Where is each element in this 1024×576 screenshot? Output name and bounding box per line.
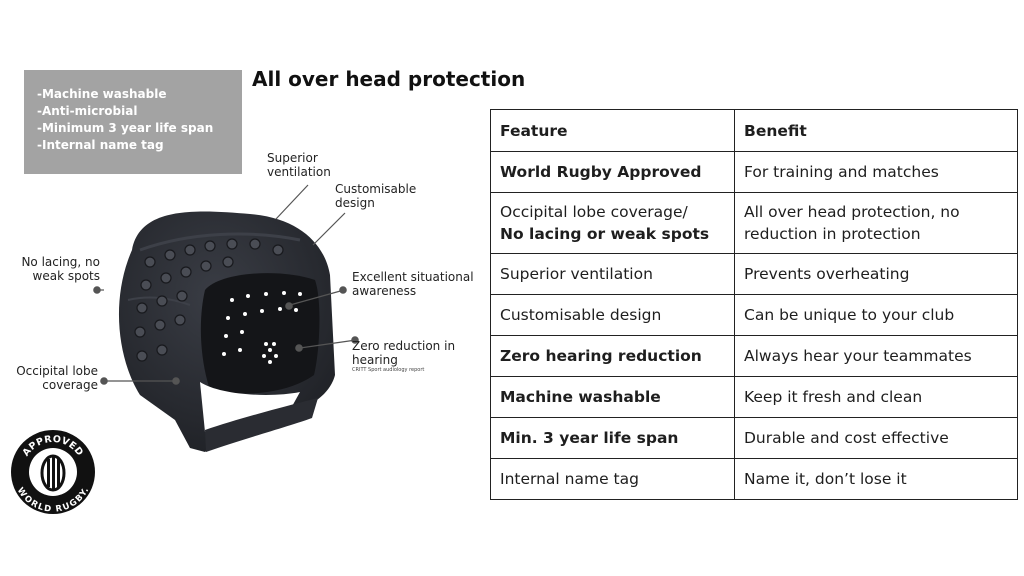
benefit-cell: Prevents overheating <box>734 253 1018 295</box>
feature-cell: Superior ventilation <box>490 253 735 295</box>
table-row: Machine washable Keep it fresh and clean <box>490 376 1018 418</box>
table-row: Zero hearing reduction Always hear your … <box>490 335 1018 377</box>
feature-item: -Machine washable <box>37 87 167 101</box>
table-row: Superior ventilation Prevents overheatin… <box>490 253 1018 295</box>
column-header-feature: Feature <box>490 109 735 152</box>
rugby-ball-icon <box>40 454 66 492</box>
table-header-row: Feature Benefit <box>490 109 1018 152</box>
feature-item: -Anti-microbial <box>37 104 138 118</box>
benefit-cell: Durable and cost effective <box>734 417 1018 459</box>
callout-situational-awareness: Excellent situational awareness <box>352 270 474 298</box>
helmet-illustration <box>93 184 359 452</box>
feature-benefit-table: Feature Benefit World Rugby Approved For… <box>490 109 1018 500</box>
benefit-cell: Can be unique to your club <box>734 294 1018 336</box>
table-row: Customisable design Can be unique to you… <box>490 294 1018 336</box>
helmet-chin-strap <box>205 398 318 452</box>
callout-superior-ventilation: Superior ventilation <box>267 151 331 179</box>
feature-item: -Minimum 3 year life span <box>37 121 214 135</box>
feature-cell: Min. 3 year life span <box>490 417 735 459</box>
benefit-cell: All over head protection, no reduction i… <box>734 192 1018 254</box>
table-row: Internal name tag Name it, don’t lose it <box>490 458 1018 500</box>
feature-cell: Machine washable <box>490 376 735 418</box>
callout-no-lacing: No lacing, no weak spots <box>21 255 100 283</box>
page-title: All over head protection <box>252 67 526 91</box>
features-box: -Machine washable -Anti-microbial -Minim… <box>24 70 242 174</box>
world-rugby-approved-badge: APPROVED WORLD RUGBY. <box>11 430 95 515</box>
callout-zero-reduction: Zero reduction in hearing CRITT Sport au… <box>352 339 456 373</box>
feature-item: -Internal name tag <box>37 138 164 152</box>
helmet-chin-gap <box>200 382 300 432</box>
table-row: World Rugby Approved For training and ma… <box>490 151 1018 193</box>
feature-cell: Customisable design <box>490 294 735 336</box>
feature-cell: World Rugby Approved <box>490 151 735 193</box>
table-row: Min. 3 year life span Durable and cost e… <box>490 417 1018 459</box>
feature-cell: Occipital lobe coverage/ No lacing or we… <box>490 192 735 254</box>
feature-cell: Internal name tag <box>490 458 735 500</box>
column-header-benefit: Benefit <box>734 109 1018 152</box>
benefit-cell: For training and matches <box>734 151 1018 193</box>
audiology-note: CRITT Sport audiology report <box>352 367 425 373</box>
helmet-face-opening <box>200 273 320 394</box>
callout-occipital: Occipital lobe coverage <box>16 364 98 392</box>
benefit-cell: Name it, don’t lose it <box>734 458 1018 500</box>
benefit-cell: Always hear your teammates <box>734 335 1018 377</box>
table-row: Occipital lobe coverage/ No lacing or we… <box>490 192 1018 254</box>
callout-customisable-design: Customisable design <box>335 182 417 210</box>
benefit-cell: Keep it fresh and clean <box>734 376 1018 418</box>
feature-cell: Zero hearing reduction <box>490 335 735 377</box>
